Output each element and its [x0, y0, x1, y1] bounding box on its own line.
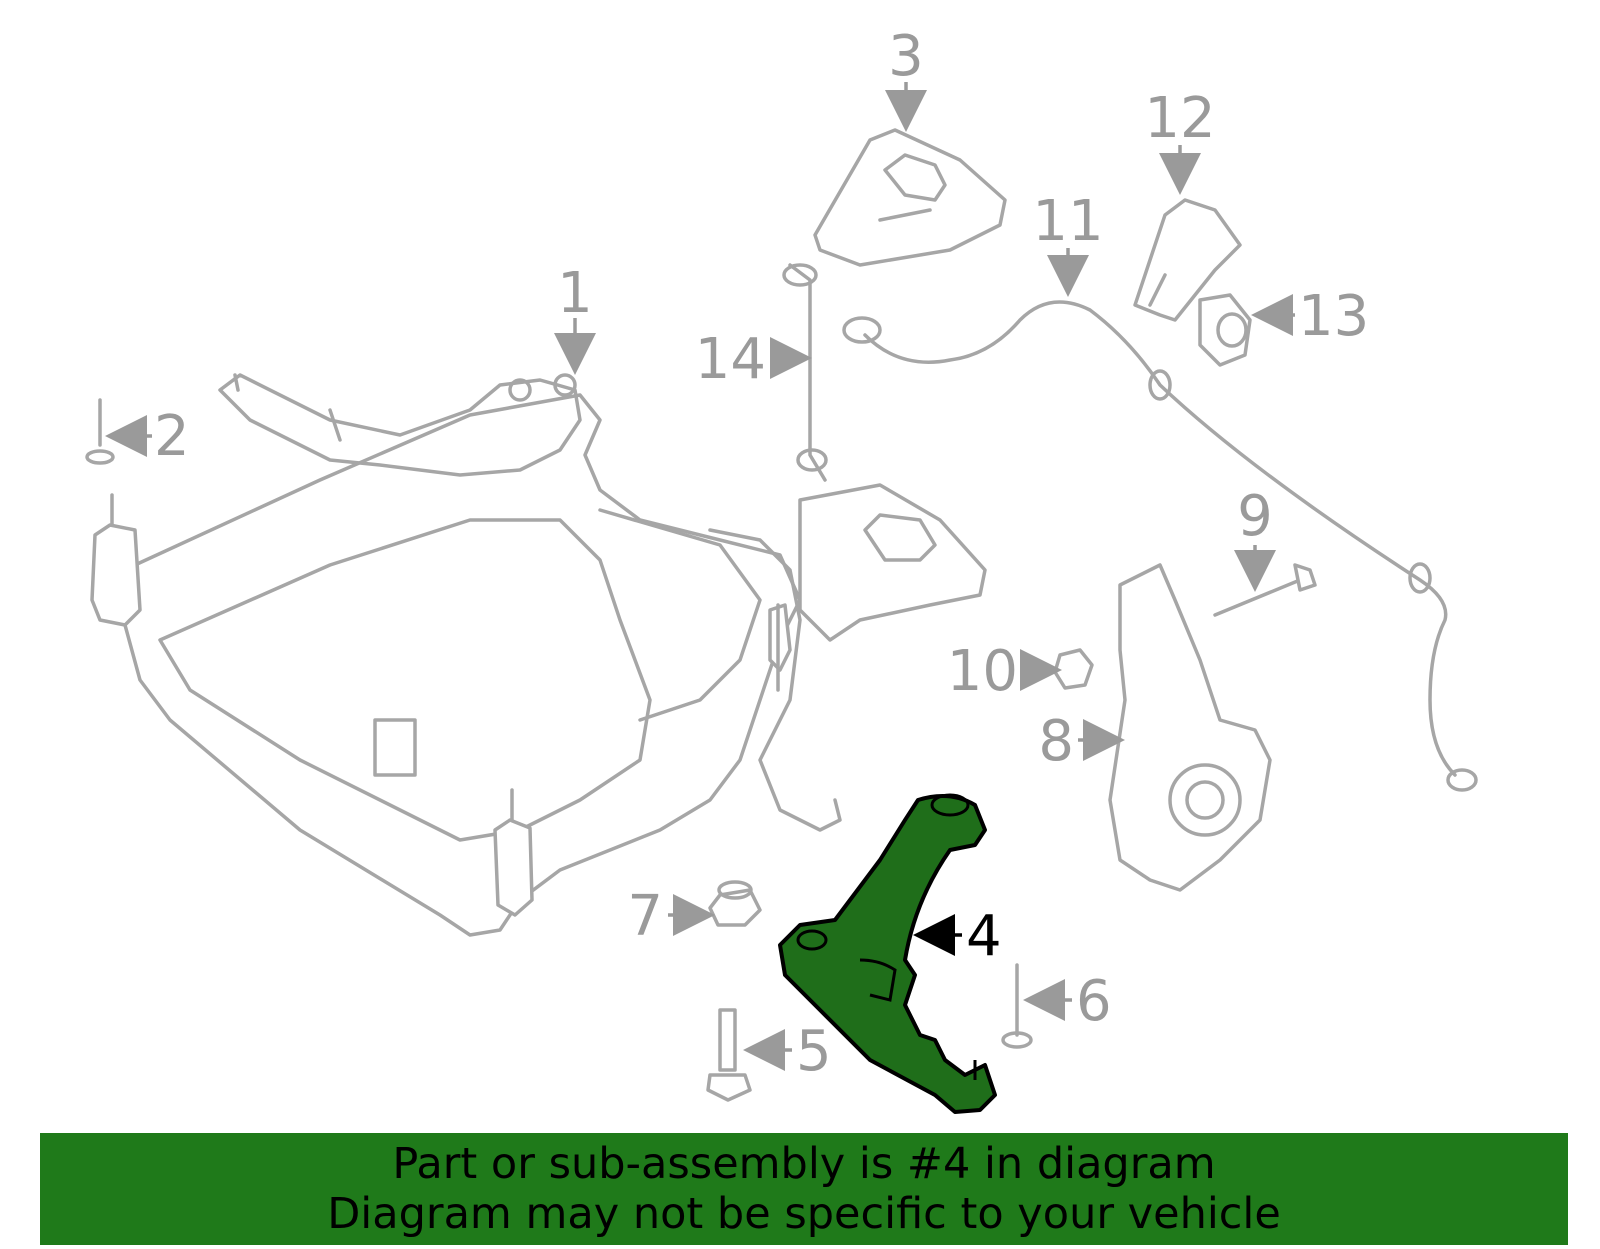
callout-4: 4 — [913, 904, 1002, 969]
stabilizer-link-part-14 — [782, 263, 828, 482]
bracket-part-3 — [813, 128, 1007, 267]
callout-14: 14 — [695, 327, 812, 392]
banner-line-1: Part or sub-assembly is #4 in diagram — [392, 1139, 1216, 1189]
svg-text:9: 9 — [1237, 484, 1273, 549]
svg-text:5: 5 — [796, 1019, 832, 1084]
svg-text:8: 8 — [1038, 709, 1074, 774]
svg-text:11: 11 — [1032, 189, 1103, 254]
callout-12: 12 — [1144, 86, 1216, 195]
subframe-part-1 — [90, 373, 987, 937]
nut-part-10 — [1053, 648, 1094, 690]
bushing-bracket-part-12 — [1133, 198, 1242, 322]
bolt-part-6 — [1001, 963, 1033, 1049]
callout-11: 11 — [1032, 189, 1104, 297]
svg-text:13: 13 — [1298, 284, 1369, 349]
nut-part-7 — [708, 880, 762, 927]
svg-text:3: 3 — [888, 24, 924, 89]
info-banner: Part or sub-assembly is #4 in diagram Di… — [40, 1133, 1568, 1245]
callout-10: 10 — [947, 639, 1062, 704]
svg-text:10: 10 — [947, 639, 1018, 704]
callout-1: 1 — [554, 261, 596, 375]
steering-knuckle-part-8 — [1108, 563, 1272, 892]
lower-control-arm-part-4 — [778, 793, 997, 1114]
bolt-part-9 — [1213, 563, 1317, 617]
stabilizer-bar-part-11 — [842, 300, 1478, 792]
callout-8: 8 — [1038, 709, 1125, 774]
callout-13: 13 — [1251, 284, 1369, 349]
callout-6: 6 — [1023, 969, 1112, 1034]
callout-3: 3 — [885, 24, 927, 132]
svg-text:7: 7 — [627, 884, 663, 949]
svg-text:6: 6 — [1076, 969, 1112, 1034]
svg-text:2: 2 — [154, 404, 190, 469]
svg-text:14: 14 — [695, 327, 766, 392]
callout-5: 5 — [743, 1019, 832, 1084]
callout-2: 2 — [105, 404, 190, 469]
callout-7: 7 — [627, 884, 715, 949]
svg-text:4: 4 — [966, 904, 1002, 969]
banner-line-2: Diagram may not be specific to your vehi… — [327, 1189, 1281, 1239]
svg-text:1: 1 — [557, 261, 593, 326]
svg-text:12: 12 — [1144, 86, 1215, 151]
bolt-part-5 — [706, 1008, 752, 1102]
bolt-part-2 — [85, 398, 115, 465]
callout-9: 9 — [1234, 484, 1276, 592]
bushing-part-13 — [1198, 293, 1252, 367]
